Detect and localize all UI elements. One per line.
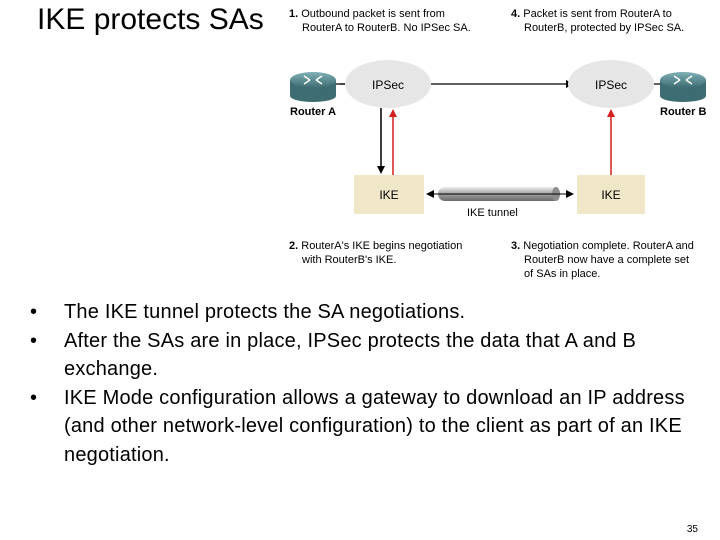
bullet-item: •After the SAs are in place, IPSec prote… bbox=[30, 327, 690, 384]
router-a-icon bbox=[290, 72, 336, 102]
ipsec-left-node bbox=[345, 60, 431, 108]
ipsec-left-label: IPSec bbox=[371, 78, 404, 92]
ike-diagram: 1. Outbound packet is sent from RouterA … bbox=[289, 8, 707, 280]
bullet-item: •IKE Mode configuration allows a gateway… bbox=[30, 384, 690, 470]
ike-right-box bbox=[577, 175, 645, 214]
bullet-icon: • bbox=[30, 329, 38, 352]
router-a-label: Router A bbox=[290, 106, 337, 118]
ike-tunnel-label: IKE tunnel bbox=[467, 207, 518, 219]
step-2-caption: 2. RouterA's IKE begins negotiation with… bbox=[289, 240, 463, 266]
ike-left-box bbox=[354, 175, 424, 214]
router-b-label: Router B bbox=[660, 106, 707, 118]
slide-title: IKE protects SAs bbox=[37, 3, 264, 36]
ike-right-label: IKE bbox=[601, 188, 621, 202]
ipsec-right-node bbox=[568, 60, 654, 108]
diagram-graphics bbox=[290, 60, 706, 214]
bullet-icon: • bbox=[30, 386, 38, 409]
router-b-icon bbox=[660, 72, 706, 102]
ike-left-label: IKE bbox=[379, 188, 399, 202]
bullet-icon: • bbox=[30, 301, 38, 323]
step-1-caption: 1. Outbound packet is sent from RouterA … bbox=[289, 8, 471, 34]
bullet-item: •The IKE tunnel protects the SA negotiat… bbox=[30, 298, 690, 327]
step-3-caption: 3. Negotiation complete. RouterA and Rou… bbox=[511, 240, 694, 280]
ipsec-right-label: IPSec bbox=[594, 78, 627, 92]
step-4-caption: 4. Packet is sent from RouterA to Router… bbox=[511, 8, 685, 34]
page-number: 35 bbox=[686, 524, 698, 535]
bullet-list: •The IKE tunnel protects the SA negotiat… bbox=[30, 298, 690, 469]
